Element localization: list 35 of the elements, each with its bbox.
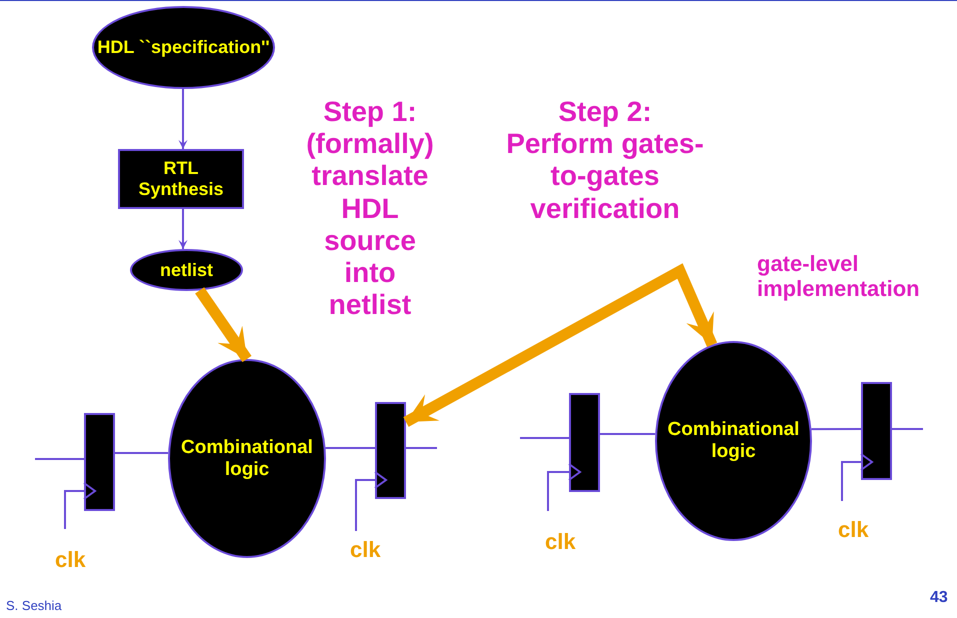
wire [811, 428, 861, 430]
wire [35, 458, 84, 460]
clock-wire [64, 482, 96, 529]
clock-wire [841, 453, 873, 501]
page-number: 43 [930, 589, 948, 607]
node-label: RTL Synthesis [137, 158, 225, 200]
wire [600, 433, 656, 436]
clock-wire [547, 463, 581, 511]
arrow [178, 89, 188, 149]
step-text: Step 1: (formally) translate HDL source into netlist [305, 96, 435, 322]
wire [406, 447, 437, 449]
clock-wire [355, 471, 387, 531]
wire [326, 447, 375, 450]
clock-label: clk [838, 517, 869, 543]
node-label: Combinational logic [666, 419, 800, 463]
arrow [178, 209, 188, 250]
wire [520, 437, 569, 439]
node-label: HDL ``specification'' [97, 37, 270, 58]
node-label: Combinational logic [180, 436, 314, 480]
step-text: Step 2: Perform gates-to-gates verification [505, 96, 705, 225]
clock-label: clk [545, 529, 576, 555]
clock-label: clk [350, 537, 381, 563]
wire [892, 428, 923, 430]
arrow [195, 287, 252, 362]
annotation-text: gate-level implementation [757, 251, 921, 302]
flip-flop-symbol [375, 402, 406, 499]
author-text: S. Seshia [6, 598, 62, 613]
node-label: netlist [160, 260, 213, 280]
process-box [118, 149, 244, 209]
arrow [403, 263, 718, 427]
clock-label: clk [55, 547, 86, 573]
flip-flop-symbol [569, 393, 600, 492]
wire [115, 452, 168, 454]
flip-flop-symbol [861, 382, 892, 480]
flip-flop-symbol [84, 413, 115, 511]
